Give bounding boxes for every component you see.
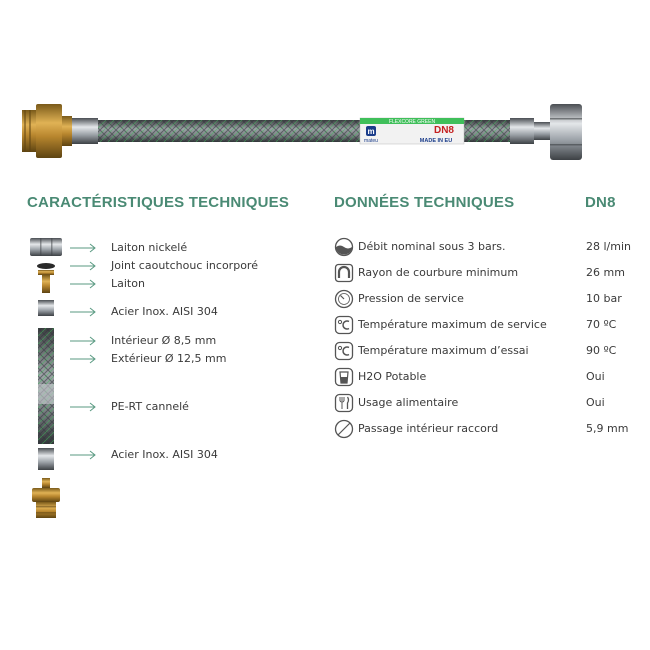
spec-label: Rayon de courbure minimum — [358, 266, 519, 279]
flexible-hose-illustration: FLEXCORE GREEN m mateu DN8 MADE IN EU — [22, 104, 582, 160]
pressure-gauge-icon — [334, 289, 354, 309]
label-brand-band: FLEXCORE GREEN — [389, 119, 436, 125]
spec-label: Température maximum d’essai — [358, 344, 529, 357]
arrow-icon — [70, 243, 96, 253]
steel-crimp-sleeve-right — [510, 118, 534, 144]
spec-value: 90 ºC — [586, 344, 617, 357]
spec-value: 10 bar — [586, 292, 622, 305]
spec-value: 26 mm — [586, 266, 625, 279]
spec-row-test-temp: Température maximum d’essai 90 ºC — [334, 341, 634, 363]
temperature-icon — [334, 341, 354, 361]
spec-value: Oui — [586, 396, 605, 409]
product-label: FLEXCORE GREEN m mateu DN8 MADE IN EU — [359, 117, 465, 145]
brass-male-part — [32, 478, 60, 518]
spec-label: H2O Potable — [358, 370, 427, 383]
dn-size-heading: DN8 — [585, 194, 616, 211]
arrow-icon — [70, 261, 96, 271]
component-label: Acier Inox. AISI 304 — [111, 305, 218, 318]
bend-radius-icon — [334, 263, 354, 283]
mateu-logo-icon — [366, 126, 376, 136]
spec-label: Débit nominal sous 3 bars. — [358, 240, 506, 253]
seal-part — [37, 263, 55, 269]
technical-characteristics-heading: CARACTÉRISTIQUES TECHNIQUES — [27, 194, 290, 211]
spec-row-bend-radius: Rayon de courbure minimum 26 mm — [334, 263, 634, 285]
brass-male-fitting — [22, 104, 72, 158]
steel-sleeve-top-part — [38, 300, 54, 316]
spec-row-service-temp: Température maximum de service 70 ºC — [334, 315, 634, 337]
label-origin: MADE IN EU — [420, 138, 452, 144]
spec-value: 28 l/min — [586, 240, 631, 253]
arrow-icon — [70, 402, 96, 412]
nickel-female-nut — [550, 104, 582, 160]
braided-hose-part — [38, 328, 54, 444]
component-label: PE-RT cannelé — [111, 400, 189, 413]
label-size: DN8 — [434, 125, 454, 136]
component-label: Laiton nickelé — [111, 241, 188, 254]
spec-value: 70 ºC — [586, 318, 617, 331]
spec-label: Usage alimentaire — [358, 396, 459, 409]
spec-label: Pression de service — [358, 292, 464, 305]
spec-row-food-use: Usage alimentaire Oui — [334, 393, 634, 415]
nut-part — [30, 238, 62, 256]
arrow-icon — [70, 279, 96, 289]
component-label: Intérieur Ø 8,5 mm — [111, 334, 217, 347]
exploded-components-illustration — [30, 238, 62, 518]
label-logo-text: mateu — [364, 138, 378, 144]
steel-crimp-sleeve-left — [72, 118, 98, 144]
spec-row-inner-passage: Passage intérieur raccord 5,9 mm — [334, 419, 634, 441]
drinking-water-icon — [334, 367, 354, 387]
component-label: Joint caoutchouc incorporé — [111, 259, 258, 272]
temperature-icon — [334, 315, 354, 335]
spec-value: Oui — [586, 370, 605, 383]
arrow-icon — [70, 336, 96, 346]
brass-insert-part — [38, 270, 54, 293]
diameter-icon — [334, 419, 354, 439]
spec-row-flow: Débit nominal sous 3 bars. 28 l/min — [334, 237, 634, 259]
spec-row-pressure: Pression de service 10 bar — [334, 289, 634, 311]
steel-sleeve-bottom-part — [38, 448, 54, 470]
arrow-icon — [70, 354, 96, 364]
spec-label: Température maximum de service — [358, 318, 547, 331]
component-label: Acier Inox. AISI 304 — [111, 448, 218, 461]
component-label: Laiton — [111, 277, 145, 290]
spec-row-potable: H2O Potable Oui — [334, 367, 634, 389]
spec-value: 5,9 mm — [586, 422, 629, 435]
spec-label: Passage intérieur raccord — [358, 422, 499, 435]
cutlery-icon — [334, 393, 354, 413]
arrow-icon — [70, 307, 96, 317]
arrow-icon — [70, 450, 96, 460]
component-label: Extérieur Ø 12,5 mm — [111, 352, 227, 365]
technical-data-heading: DONNÉES TECHNIQUES — [334, 194, 515, 211]
label-logo-letter: m — [367, 127, 374, 136]
water-level-icon — [334, 237, 354, 257]
